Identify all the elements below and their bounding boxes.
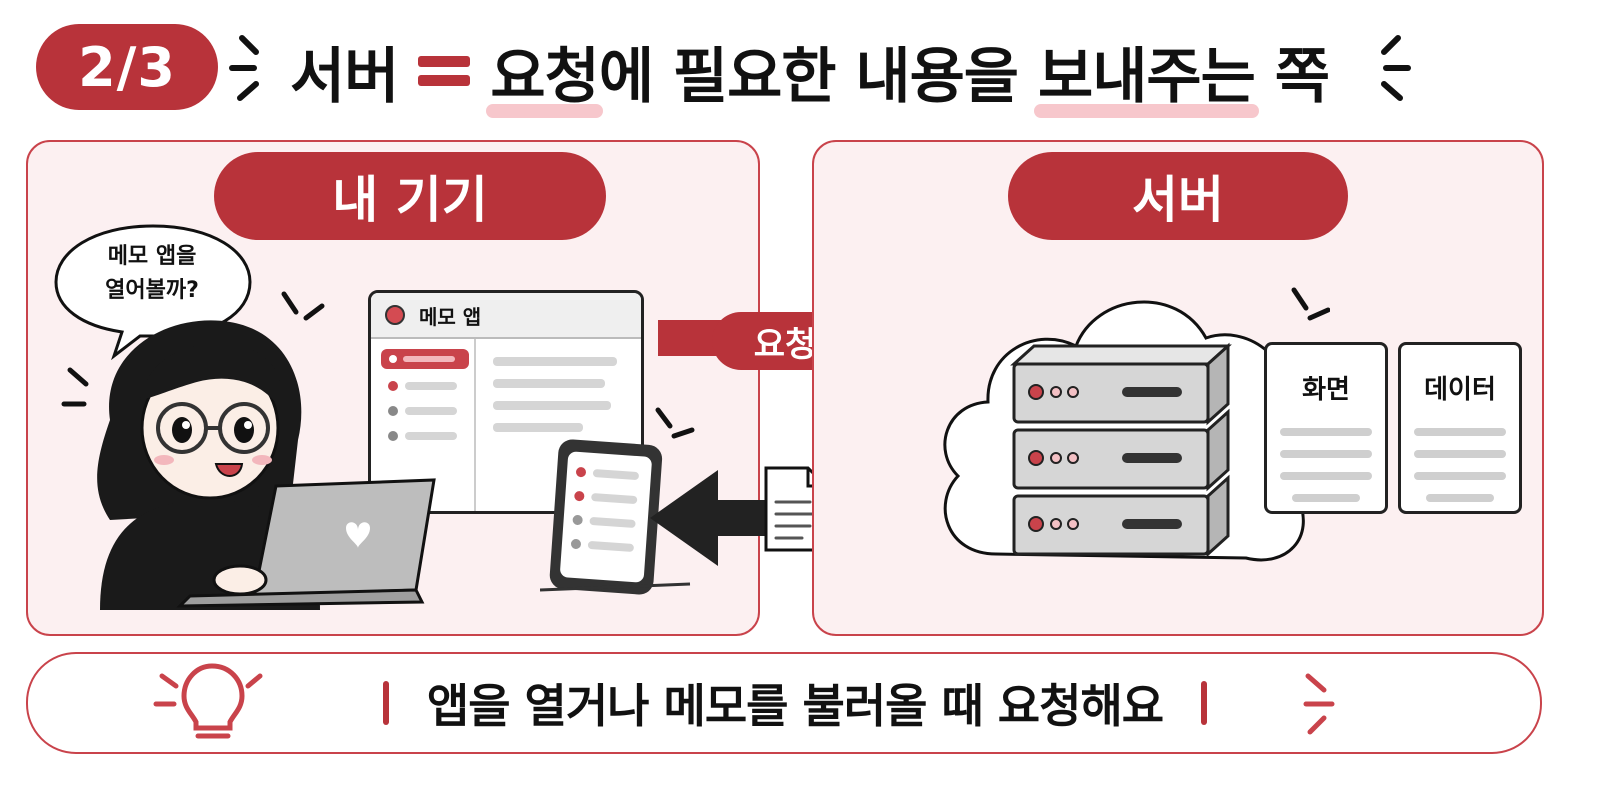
speech-line-1: 메모 앱을 (107, 244, 197, 269)
title-highlight-send: 보내주는 (1038, 41, 1256, 112)
memo-app-window: 메모 앱 (368, 290, 644, 514)
screen-document-card: 화면 (1264, 342, 1388, 514)
separator-right (1201, 681, 1208, 725)
page-indicator-badge: 2/3 (36, 24, 218, 110)
title-text-end: 쪽 (1274, 41, 1330, 112)
sparkle-right-icon (1381, 35, 1411, 101)
my-device-label: 내 기기 (214, 152, 606, 240)
document-line (1425, 494, 1495, 502)
screen-document-title: 화면 (1302, 375, 1350, 405)
data-document-title: 데이터 (1424, 375, 1496, 405)
sparkle-left-icon (229, 35, 259, 101)
smartphone-illustration (540, 407, 695, 595)
data-document-card: 데이터 (1398, 342, 1522, 514)
person-with-laptop-illustration (61, 291, 436, 610)
page-title: 서버 요청에 필요한 내용을 보내주는 쪽 (290, 26, 1330, 116)
document-line (1413, 450, 1507, 458)
memo-app-content (381, 339, 617, 511)
tip-text: 앱을 열거나 메모를 불러올 때 요청해요 (426, 679, 1164, 733)
memo-app-titlebar: 메모 앱 (371, 293, 641, 339)
memo-app-title: 메모 앱 (419, 304, 482, 329)
title-text-middle: 에 필요한 내용을 (598, 41, 1019, 112)
document-line (1413, 472, 1507, 480)
server-rack-icon (1010, 342, 1232, 558)
document-line (1291, 494, 1361, 502)
sparkle-bottom-right-icon (1303, 673, 1335, 735)
speech-line-2: 열어볼까? (105, 278, 199, 303)
title-highlight-request: 요청 (490, 41, 599, 112)
tip-text-row: 앱을 열거나 메모를 불러올 때 요청해요 (330, 660, 1260, 746)
title-subject: 서버 (290, 41, 399, 112)
equals-icon (418, 52, 471, 90)
document-line (1279, 472, 1373, 480)
lightbulb-icon (153, 663, 263, 739)
document-line (1279, 428, 1373, 436)
separator-left (382, 681, 389, 725)
window-dot-icon (385, 305, 405, 325)
document-line (1413, 428, 1507, 436)
tip-bar (26, 652, 1542, 754)
server-panel-label: 서버 (1008, 152, 1348, 240)
document-line (1279, 450, 1373, 458)
speech-bubble-text: 메모 앱을 열어볼까? (62, 240, 242, 308)
